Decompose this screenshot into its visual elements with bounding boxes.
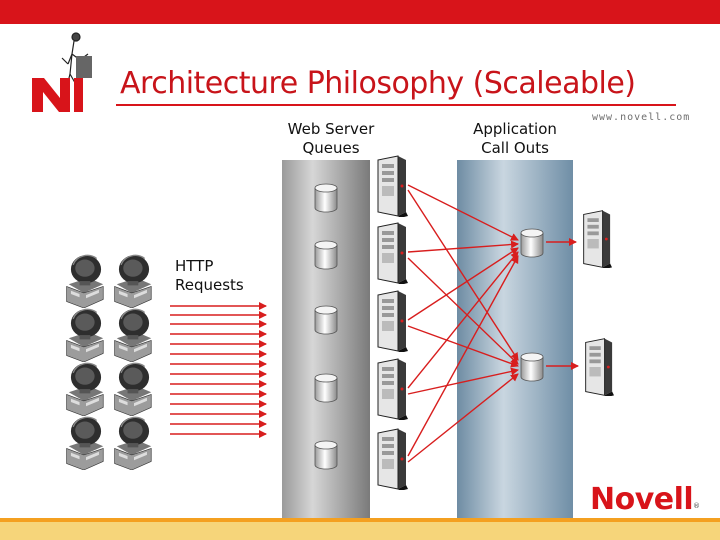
- web-server-icon: [377, 155, 408, 217]
- call-out-arrow: [407, 251, 519, 389]
- queue-cylinder-icon: [314, 373, 338, 403]
- top-bar: [0, 0, 720, 24]
- client-workstation-icon: [113, 308, 152, 362]
- call-out-arrow: [407, 367, 519, 395]
- call-out-arrow: [407, 257, 519, 365]
- bottom-stripe: [0, 518, 720, 522]
- web-server-icon: [377, 358, 408, 420]
- call-out-arrow: [407, 325, 519, 368]
- client-workstation-icon: [113, 254, 152, 308]
- app-cylinder-icon: [520, 352, 544, 382]
- call-out-arrow: [407, 189, 519, 361]
- trademark-symbol: ®: [693, 502, 700, 510]
- queue-cylinder-icon: [314, 440, 338, 470]
- http-requests-label: HTTP Requests: [175, 257, 244, 294]
- queue-cylinder-icon: [314, 240, 338, 270]
- client-workstation-icon: [65, 308, 104, 362]
- application-server-icon: [583, 210, 612, 268]
- app-cylinder-icon: [520, 228, 544, 258]
- application-call-outs-label: Application Call Outs: [473, 120, 557, 157]
- client-workstation-icon: [113, 416, 152, 470]
- queue-cylinder-icon: [314, 183, 338, 213]
- client-workstation-icon: [65, 416, 104, 470]
- client-workstation-icon: [65, 362, 104, 416]
- web-server-icon: [377, 428, 408, 490]
- call-out-arrow: [407, 184, 519, 241]
- title-divider: [116, 104, 676, 106]
- bottom-bar: [0, 518, 720, 540]
- call-out-arrow: [407, 247, 519, 321]
- bottom-band: [0, 522, 720, 540]
- client-workstation-icon: [113, 362, 152, 416]
- queue-cylinder-icon: [314, 305, 338, 335]
- call-out-arrow: [407, 373, 519, 463]
- call-out-arrow: [407, 240, 519, 253]
- novell-wordmark: Novell: [590, 482, 694, 517]
- web-server-icon: [377, 222, 408, 284]
- novell-n-logo-icon: [22, 30, 112, 120]
- slide-title: Architecture Philosophy (Scaleable): [120, 66, 636, 101]
- website-url: www.novell.com: [592, 112, 691, 123]
- web-server-queues-label: Web Server Queues: [287, 120, 375, 157]
- application-column: [457, 160, 573, 518]
- application-server-icon: [585, 338, 614, 396]
- web-server-icon: [377, 290, 408, 352]
- client-workstation-icon: [65, 254, 104, 308]
- call-out-arrow: [407, 255, 519, 457]
